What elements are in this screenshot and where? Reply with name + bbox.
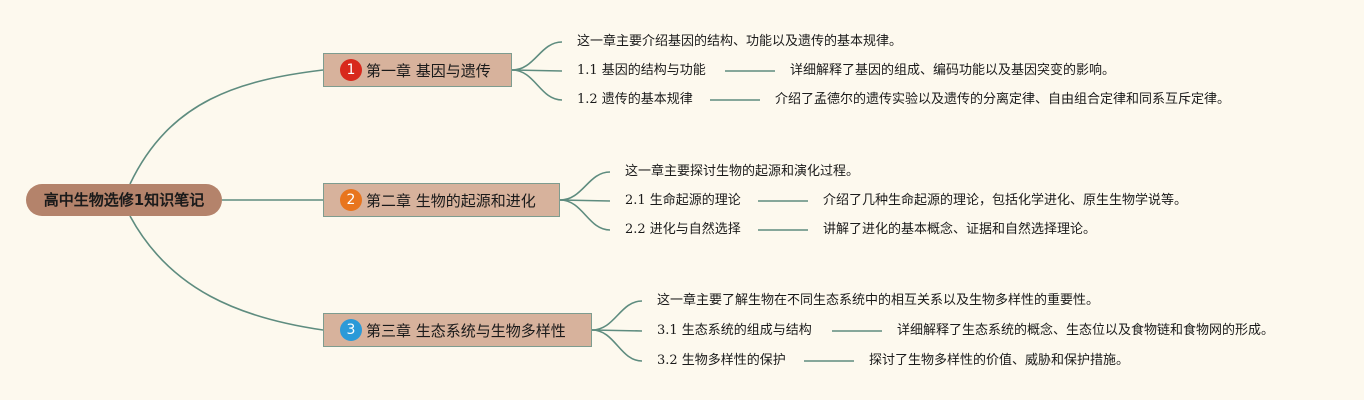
section-3-2-detail[interactable]: 探讨了生物多样性的价值、威胁和保护措施。 — [869, 353, 1130, 368]
chapter-3-intro[interactable]: 这一章主要了解生物在不同生态系统中的相互关系以及生物多样性的重要性。 — [657, 293, 1100, 308]
section-3-2-title[interactable]: 3.2 生物多样性的保护 — [657, 353, 786, 368]
chapter-1-number-badge: 1 — [340, 59, 362, 81]
link-ch2-s1 — [559, 199, 611, 202]
section-2-1-detail[interactable]: 介绍了几种生命起源的理论，包括化学进化、原生生物学说等。 — [823, 193, 1188, 208]
chapter-1-node[interactable]: 1 第一章 基因与遗传 — [323, 53, 512, 87]
link-ch1-s1 — [511, 69, 563, 72]
section-1-1-title[interactable]: 1.1 基因的结构与功能 — [577, 63, 706, 78]
link-ch3-intro — [591, 300, 643, 331]
chapter-2-node[interactable]: 2 第二章 生物的起源和进化 — [323, 183, 560, 217]
chapter-2-intro[interactable]: 这一章主要探讨生物的起源和演化过程。 — [625, 164, 860, 179]
link-ch3-s1 — [591, 329, 643, 332]
chapter-3-title: 第三章 生态系统与生物多样性 — [366, 321, 566, 340]
section-3-1-title[interactable]: 3.1 生态系统的组成与结构 — [657, 323, 812, 338]
link-root-ch3 — [129, 215, 324, 331]
root-label: 高中生物选修1知识笔记 — [43, 191, 205, 209]
section-1-1-detail[interactable]: 详细解释了基因的组成、编码功能以及基因突变的影响。 — [790, 63, 1116, 78]
root-node[interactable]: 高中生物选修1知识笔记 — [26, 184, 222, 216]
chapter-2-title: 第二章 生物的起源和进化 — [366, 191, 536, 210]
section-2-2-title[interactable]: 2.2 进化与自然选择 — [625, 222, 741, 237]
link-ch2-intro — [559, 171, 611, 201]
section-1-2-detail[interactable]: 介绍了孟德尔的遗传实验以及遗传的分离定律、自由组合定律和同系互斥定律。 — [775, 92, 1231, 107]
section-2-1-title[interactable]: 2.1 生命起源的理论 — [625, 193, 741, 208]
link-ch1-s2 — [511, 69, 563, 101]
chapter-3-number-badge: 3 — [340, 319, 362, 341]
section-2-2-detail[interactable]: 讲解了进化的基本概念、证据和自然选择理论。 — [823, 222, 1097, 237]
link-ch1-intro — [511, 41, 563, 71]
chapter-1-intro[interactable]: 这一章主要介绍基因的结构、功能以及遗传的基本规律。 — [577, 34, 903, 49]
link-ch2-s2 — [559, 199, 611, 231]
chapter-1-title: 第一章 基因与遗传 — [366, 61, 491, 80]
link-root-ch1 — [129, 69, 324, 185]
link-ch3-s2 — [591, 329, 643, 362]
chapter-2-number-badge: 2 — [340, 189, 362, 211]
section-1-2-title[interactable]: 1.2 遗传的基本规律 — [577, 92, 693, 107]
chapter-3-node[interactable]: 3 第三章 生态系统与生物多样性 — [323, 313, 592, 347]
section-3-1-detail[interactable]: 详细解释了生态系统的概念、生态位以及食物链和食物网的形成。 — [897, 323, 1275, 338]
